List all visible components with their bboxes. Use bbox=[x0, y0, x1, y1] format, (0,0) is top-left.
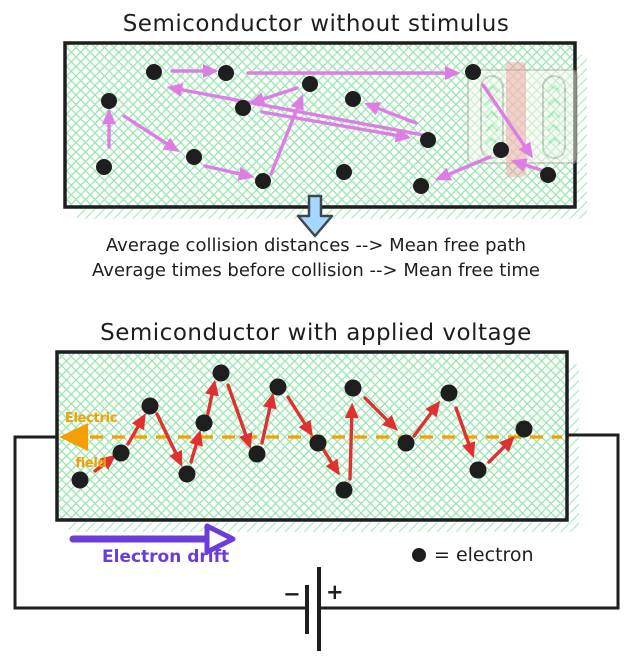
electron-legend: = electron bbox=[412, 544, 534, 566]
electron-dot bbox=[440, 384, 458, 402]
battery-minus-label: − bbox=[283, 582, 301, 606]
electric-field-label: Electric field bbox=[62, 381, 120, 501]
flow-down-arrow bbox=[296, 194, 334, 238]
drift-motion-arrow bbox=[205, 379, 219, 420]
electric-field-arrowhead bbox=[59, 423, 88, 451]
chevron-mark bbox=[547, 84, 561, 93]
chevron-mark bbox=[485, 136, 499, 145]
drift-motion-arrow bbox=[454, 406, 476, 459]
random-motion-arrow bbox=[363, 102, 418, 125]
random-motion-arrow bbox=[510, 158, 546, 173]
annotation-line-1: Average collision distances --> Mean fre… bbox=[105, 235, 527, 256]
electron-dot bbox=[71, 471, 89, 489]
electron-drift-arrowhead bbox=[204, 523, 236, 555]
drift-motion-arrow bbox=[260, 392, 277, 445]
electron-drift-label: Electron drift bbox=[102, 547, 230, 567]
electron-dot bbox=[469, 461, 487, 479]
random-motion-arrow bbox=[122, 114, 180, 152]
pill-chevron-marks bbox=[485, 84, 561, 145]
electron-dot bbox=[302, 76, 318, 92]
drift-motion-arrow bbox=[321, 447, 340, 476]
random-motion-arrow bbox=[203, 164, 255, 181]
drift-motion-arrow bbox=[126, 413, 146, 446]
drift-motion-arrow bbox=[93, 454, 117, 473]
pink-bar-overlay bbox=[506, 62, 526, 177]
annotation-line-2: Average times before collision --> Mean … bbox=[92, 260, 540, 281]
electron-dot bbox=[413, 178, 429, 194]
random-motion-arrow bbox=[248, 86, 299, 106]
faded-component-overlay bbox=[467, 69, 578, 164]
chevron-mark bbox=[485, 110, 499, 119]
electron-dot bbox=[146, 64, 162, 80]
circuit-wire-right bbox=[321, 433, 620, 610]
random-motion-arrow bbox=[434, 155, 492, 181]
electron-dot bbox=[540, 167, 556, 183]
drift-motion-arrow bbox=[412, 400, 441, 438]
electron-dot bbox=[186, 149, 202, 165]
chevron-mark bbox=[485, 123, 499, 132]
electron-dot bbox=[112, 444, 130, 462]
electron-dot bbox=[218, 65, 234, 81]
electron-dot bbox=[420, 132, 436, 148]
electrons-top bbox=[96, 64, 556, 194]
electric-field-label-line1: Electric bbox=[64, 411, 118, 426]
drift-motion-arrow bbox=[189, 429, 203, 464]
annotation-block: Average collision distances --> Mean fre… bbox=[0, 233, 632, 283]
electron-dot bbox=[515, 420, 533, 438]
collision-arrows-top bbox=[101, 63, 546, 181]
electron-dot bbox=[335, 481, 353, 499]
electron-dot bbox=[141, 397, 159, 415]
chevron-mark bbox=[547, 136, 561, 145]
drift-motion-arrow bbox=[226, 383, 253, 450]
drift-motion-arrow bbox=[487, 436, 515, 464]
random-motion-arrow bbox=[166, 82, 425, 137]
electron-dot bbox=[344, 379, 362, 397]
electron-dot bbox=[96, 159, 112, 175]
electron-dot bbox=[248, 445, 266, 463]
electron-dot bbox=[235, 100, 251, 116]
drift-motion-arrow bbox=[155, 412, 183, 467]
legend-text: = electron bbox=[434, 544, 534, 566]
title-without-stimulus: Semiconductor without stimulus bbox=[122, 11, 510, 37]
electron-dot bbox=[101, 93, 117, 109]
electrons-bottom bbox=[71, 364, 533, 499]
electron-dot bbox=[345, 91, 361, 107]
electron-dot bbox=[309, 434, 327, 452]
random-motion-arrow bbox=[481, 83, 534, 159]
drift-motion-arrow bbox=[286, 395, 313, 437]
drift-path-arrows bbox=[93, 379, 515, 481]
title-applied-voltage: Semiconductor with applied voltage bbox=[100, 320, 532, 346]
electron-dot bbox=[212, 364, 230, 382]
electron-dot bbox=[195, 414, 213, 432]
electron-dot bbox=[255, 173, 271, 189]
chevron-mark bbox=[547, 110, 561, 119]
chevron-mark bbox=[547, 97, 561, 106]
chevron-mark bbox=[547, 123, 561, 132]
battery-plus-label: + bbox=[326, 580, 344, 604]
drift-motion-arrow bbox=[363, 396, 398, 431]
circuit-wire-left bbox=[13, 435, 305, 610]
electron-dot bbox=[178, 465, 196, 483]
electron-dot bbox=[397, 434, 415, 452]
legend-electron-dot-icon bbox=[412, 548, 426, 562]
electron-dot bbox=[336, 164, 352, 180]
electron-dot bbox=[465, 64, 481, 80]
drift-motion-arrow bbox=[344, 402, 359, 481]
electric-field-label-line2: field bbox=[75, 456, 107, 471]
electron-dot bbox=[493, 142, 509, 158]
electron-dot bbox=[269, 378, 287, 396]
random-motion-arrow bbox=[260, 110, 412, 143]
